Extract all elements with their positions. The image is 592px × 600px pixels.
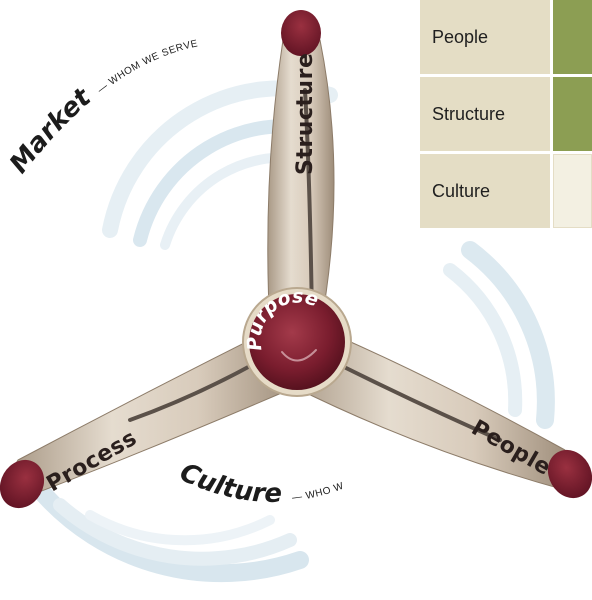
- purpose-hub: [242, 287, 352, 397]
- legend-row-structure: Structure: [420, 77, 592, 151]
- market-sub: — WHOM WE SERVE: [96, 38, 200, 96]
- arm-label-structure: Structure: [293, 53, 318, 175]
- arm-structure: [267, 10, 335, 331]
- legend-row-people: People: [420, 0, 592, 74]
- legend-label: Structure: [420, 77, 550, 151]
- market-main: Market: [4, 82, 98, 179]
- arm-people: [289, 319, 592, 499]
- legend-swatch: [553, 77, 592, 151]
- market-label: Market — WHOM WE SERVE: [4, 38, 199, 179]
- legend: People Structure Culture: [420, 0, 592, 228]
- legend-label: People: [420, 0, 550, 74]
- culture-main: Culture: [175, 457, 282, 509]
- legend-swatch: [553, 0, 592, 74]
- legend-row-culture: Culture: [420, 154, 592, 228]
- legend-swatch: [553, 154, 592, 228]
- legend-label: Culture: [420, 154, 550, 228]
